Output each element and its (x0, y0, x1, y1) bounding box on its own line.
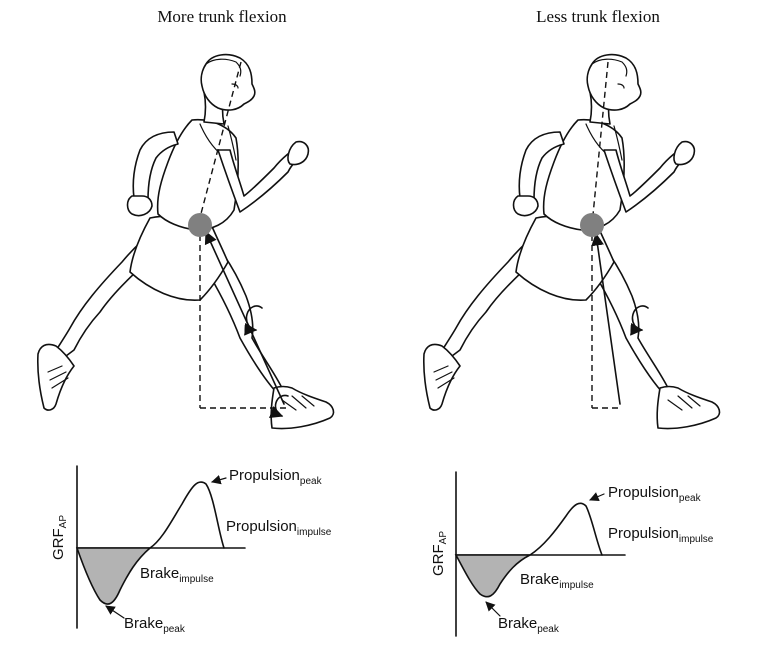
grf-arrow (204, 230, 285, 405)
propulsion-curve (149, 481, 225, 549)
grf-graph: GRFAP Propulsionpeak Propulsionimpulse B… (430, 471, 714, 637)
panel-less-trunk-flexion: Less trunk flexion GRFAP Propulsionpeak … (423, 7, 721, 637)
trunk-angle-line (591, 61, 609, 226)
brake-impulse-area (75, 547, 153, 605)
runner-figure (423, 53, 721, 430)
brake-peak-pointer (485, 601, 501, 617)
panel-more-trunk-flexion: More trunk flexion GRFAP Propulsionpeak … (37, 7, 335, 635)
propulsion-peak-pointer (589, 492, 605, 502)
propulsion-peak-label: Propulsionpeak (229, 467, 323, 487)
grf-graph: GRFAP Propulsionpeak Propulsionimpulse B… (50, 465, 332, 635)
propulsion-impulse-label: Propulsionimpulse (608, 525, 714, 545)
runner-figure (37, 53, 335, 430)
center-of-mass-marker (580, 213, 604, 237)
propulsion-impulse-label: Propulsionimpulse (226, 518, 332, 538)
brake-impulse-label: Brakeimpulse (140, 565, 214, 585)
trunk-angle-line (197, 61, 242, 226)
brake-peak-label: Brakepeak (498, 615, 560, 635)
brake-peak-label: Brakepeak (124, 615, 186, 635)
propulsion-peak-label: Propulsionpeak (608, 484, 702, 504)
ankle-moment-arrow (268, 394, 289, 418)
brake-peak-pointer (105, 605, 125, 619)
knee-moment-arrow (630, 305, 649, 336)
propulsion-curve (529, 502, 603, 556)
panel-title: More trunk flexion (157, 7, 287, 26)
panel-title: Less trunk flexion (536, 7, 660, 26)
y-axis-label: GRFAP (50, 515, 69, 560)
knee-moment-arrow (244, 305, 263, 336)
propulsion-peak-pointer (211, 475, 227, 485)
brake-impulse-area (454, 554, 531, 598)
brake-impulse-label: Brakeimpulse (520, 571, 594, 591)
center-of-mass-marker (188, 213, 212, 237)
y-axis-label: GRFAP (430, 531, 449, 576)
grf-arrow (591, 232, 621, 405)
